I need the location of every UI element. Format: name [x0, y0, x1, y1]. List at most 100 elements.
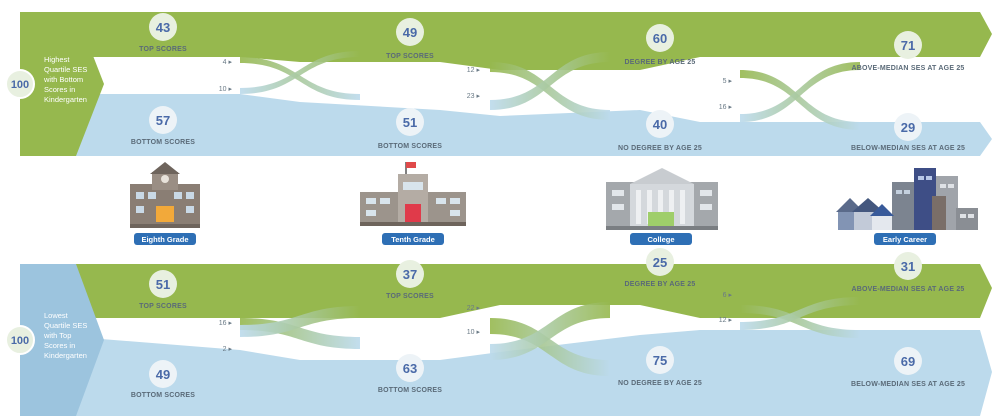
start-label-line: Kindergarten	[44, 95, 87, 104]
stage-bottom-label: BOTTOM SCORES	[378, 143, 442, 150]
transition-up-count: 12 ▸	[719, 317, 733, 324]
start-circle	[5, 325, 35, 355]
milestone-label: Tenth Grade	[391, 235, 435, 244]
flow-up	[490, 302, 610, 360]
flow-up	[740, 297, 860, 330]
stage-top-circle	[894, 252, 922, 280]
stage-top-label: TOP SCORES	[139, 46, 187, 53]
top-band	[76, 12, 992, 70]
start-value: 100	[11, 79, 29, 91]
college-icon	[606, 168, 718, 230]
top-band	[76, 264, 992, 318]
stage-top-circle	[396, 18, 424, 46]
milestone-pill	[630, 233, 692, 245]
milestone-pill	[382, 233, 444, 245]
transition-up-count: 23 ▸	[467, 93, 481, 100]
stage-top-value: 60	[653, 31, 667, 46]
start-circle	[5, 69, 35, 99]
transition-down-count: 6 ▸	[723, 292, 733, 299]
stage-bottom-label: BOTTOM SCORES	[378, 387, 442, 394]
start-block	[20, 12, 104, 156]
stage-bottom-label: BELOW-MEDIAN SES AT AGE 25	[851, 381, 965, 388]
bottom-band	[20, 330, 992, 416]
high-school-icon	[360, 162, 466, 226]
transition-up-count: 2 ▸	[223, 346, 233, 353]
stage-top-circle	[894, 31, 922, 59]
stage-bottom-circle	[646, 346, 674, 374]
stage-top-label: DEGREE BY AGE 25	[625, 59, 696, 66]
stage-top-label: DEGREE BY AGE 25	[625, 281, 696, 288]
stage-bottom-value: 49	[156, 367, 170, 382]
stage-top-circle	[396, 260, 424, 288]
milestone-label: College	[647, 235, 674, 244]
stage-top-label: TOP SCORES	[386, 293, 434, 300]
flow-down	[740, 305, 860, 338]
stage-bottom-value: 75	[653, 353, 667, 368]
city-icon	[836, 168, 978, 230]
stage-bottom-circle	[894, 113, 922, 141]
stage-top-circle	[149, 13, 177, 41]
stage-top-value: 43	[156, 20, 170, 35]
start-label-line: with Top	[43, 331, 71, 340]
start-label-line: Quartile SES	[44, 65, 87, 74]
start-label-line: Scores in	[44, 341, 75, 350]
transition-down-count: 4 ▸	[223, 59, 233, 66]
stage-bottom-circle	[646, 110, 674, 138]
flow-up	[240, 51, 360, 94]
stage-top-circle	[646, 24, 674, 52]
stage-bottom-circle	[396, 354, 424, 382]
start-label-line: Lowest	[44, 311, 69, 320]
bottom-band	[20, 94, 992, 156]
stage-bottom-label: NO DEGREE BY AGE 25	[618, 145, 702, 152]
transition-down-count: 22 ▸	[467, 305, 481, 312]
stage-top-label: ABOVE-MEDIAN SES AT AGE 25	[851, 65, 964, 72]
transition-up-count: 10 ▸	[219, 86, 233, 93]
stage-bottom-circle	[396, 108, 424, 136]
stage-top-label: ABOVE-MEDIAN SES AT AGE 25	[851, 286, 964, 293]
stage-bottom-circle	[149, 106, 177, 134]
stage-bottom-value: 29	[901, 120, 915, 135]
stage-top-value: 49	[403, 25, 417, 40]
flow-down	[490, 62, 610, 120]
start-label-line: Highest	[44, 55, 70, 64]
flow-up	[490, 52, 610, 110]
stage-top-label: TOP SCORES	[386, 53, 434, 60]
stage-bottom-label: BELOW-MEDIAN SES AT AGE 25	[851, 145, 965, 152]
start-label-line: Scores in	[44, 85, 75, 94]
school-icon	[130, 162, 200, 228]
stage-bottom-value: 69	[901, 354, 915, 369]
milestone-pill	[874, 233, 936, 245]
flow-up	[740, 62, 860, 122]
start-block	[20, 264, 104, 416]
transition-down-count: 5 ▸	[723, 78, 733, 85]
stage-bottom-value: 40	[653, 117, 667, 132]
transition-down-count: 16 ▸	[219, 320, 233, 327]
milestone-label: Eighth Grade	[141, 235, 188, 244]
start-label-line: with Bottom	[43, 75, 83, 84]
stage-top-value: 31	[901, 259, 915, 274]
stage-bottom-value: 63	[403, 361, 417, 376]
flow-up	[240, 306, 360, 337]
stage-bottom-label: NO DEGREE BY AGE 25	[618, 380, 702, 387]
stage-top-value: 51	[156, 277, 170, 292]
flow-down	[240, 57, 360, 100]
stage-bottom-label: BOTTOM SCORES	[131, 139, 195, 146]
stage-bottom-circle	[149, 360, 177, 388]
transition-down-count: 12 ▸	[467, 67, 481, 74]
start-label-line: Kindergarten	[44, 351, 87, 360]
flow-down	[490, 318, 610, 376]
stage-bottom-label: BOTTOM SCORES	[131, 392, 195, 399]
stage-top-circle	[646, 248, 674, 276]
stage-top-label: TOP SCORES	[139, 303, 187, 310]
stage-top-value: 37	[403, 267, 417, 282]
transition-up-count: 16 ▸	[719, 104, 733, 111]
start-label-line: Quartile SES	[44, 321, 87, 330]
stage-top-value: 71	[901, 38, 915, 53]
stage-top-value: 25	[653, 255, 667, 270]
stage-bottom-circle	[894, 347, 922, 375]
milestone-pill	[134, 233, 196, 245]
